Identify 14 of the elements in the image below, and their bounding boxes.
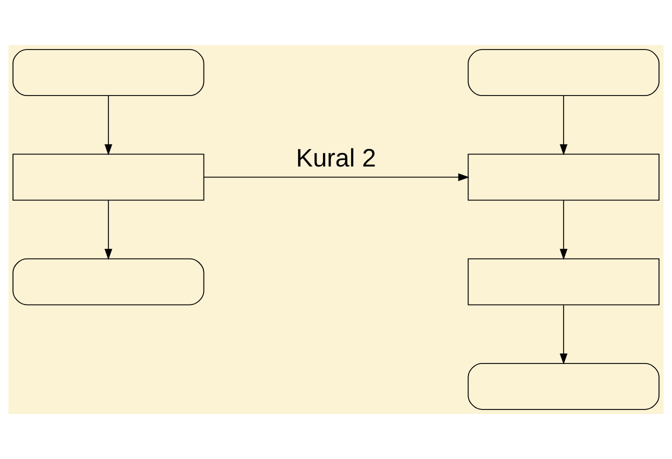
arrow (560, 304, 568, 364)
node-box (12, 258, 204, 306)
node-box (468, 362, 660, 410)
node-box (12, 49, 204, 96)
node-box (468, 49, 660, 96)
edge-label: Kural 2 (296, 144, 376, 172)
arrow (203, 173, 470, 182)
arrow (560, 95, 568, 156)
node-box (12, 154, 204, 201)
arrow (104, 95, 112, 156)
node-box (468, 258, 660, 306)
arrow (560, 200, 568, 260)
arrow (104, 200, 112, 260)
node-box (468, 154, 660, 201)
